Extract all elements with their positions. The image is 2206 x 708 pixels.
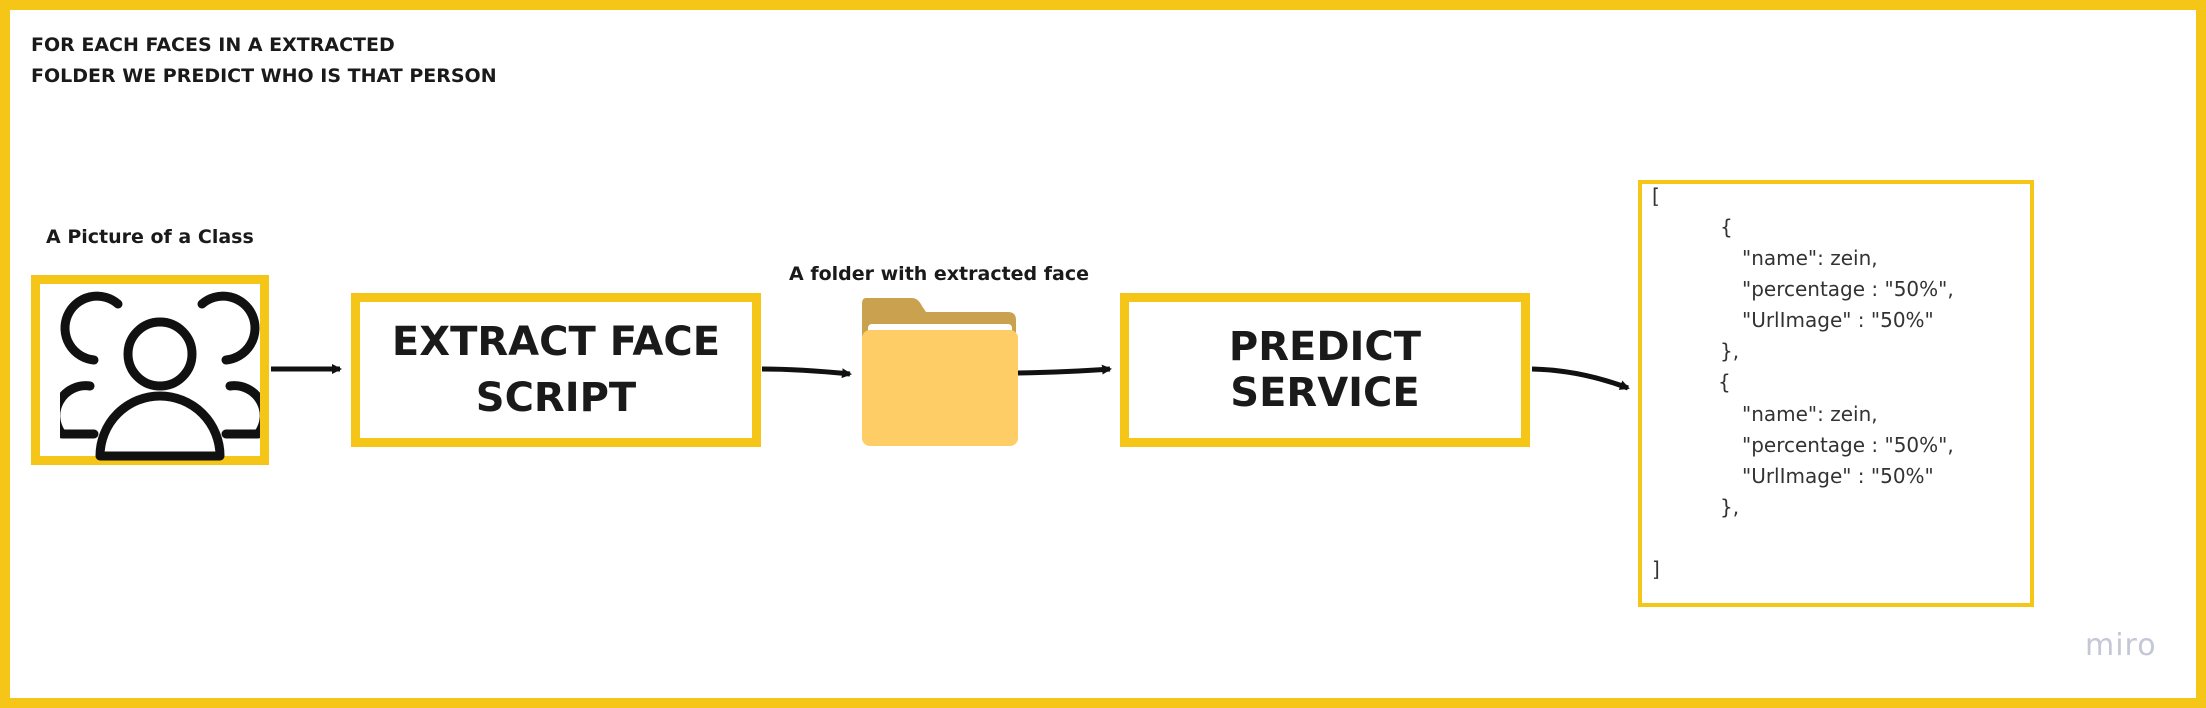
json-object-1-percentage: "percentage : "50%", bbox=[1742, 277, 1954, 301]
json-close-bracket: ] bbox=[1652, 557, 1660, 581]
people-group-icon bbox=[60, 291, 260, 461]
json-object-1-name: "name": zein, bbox=[1742, 246, 1878, 270]
extract-face-script-box[interactable]: EXTRACT FACE SCRIPT bbox=[351, 293, 761, 447]
extract-label-line-2: SCRIPT bbox=[475, 375, 637, 421]
folder-caption: A folder with extracted face bbox=[789, 263, 1090, 285]
json-object-1-close: }, bbox=[1720, 339, 1740, 363]
folder-icon[interactable] bbox=[860, 298, 1020, 448]
json-output-box[interactable]: [ { "name": zein, "percentage : "50%", "… bbox=[1638, 180, 2034, 607]
json-object-1-open: { bbox=[1720, 215, 1733, 239]
arrow-folder-to-predict bbox=[1017, 364, 1112, 376]
board-title: FOR EACH FACES IN A EXTRACTED FOLDER WE … bbox=[31, 30, 497, 92]
predict-label: PREDICT SERVICE bbox=[1228, 324, 1422, 416]
json-open-bracket: [ bbox=[1652, 184, 1660, 208]
json-object-1-url: "UrlImage" : "50%" bbox=[1742, 308, 1934, 332]
miro-logo: miro bbox=[2085, 628, 2157, 663]
arrow-extract-to-folder bbox=[761, 366, 852, 379]
json-object-2-open: { bbox=[1718, 370, 1731, 394]
predict-service-box[interactable]: PREDICT SERVICE bbox=[1120, 293, 1530, 447]
json-object-2-close: }, bbox=[1720, 495, 1740, 519]
json-object-2-url: "UrlImage" : "50%" bbox=[1742, 464, 1934, 488]
json-object-2-name: "name": zein, bbox=[1742, 402, 1878, 426]
picture-caption: A Picture of a Class bbox=[46, 226, 254, 248]
arrow-predict-to-json bbox=[1531, 366, 1630, 391]
title-line-1: FOR EACH FACES IN A EXTRACTED bbox=[31, 34, 395, 56]
title-line-2: FOLDER WE PREDICT WHO IS THAT PERSON bbox=[31, 65, 497, 87]
class-picture-box[interactable] bbox=[31, 275, 269, 465]
extract-label-line-1: EXTRACT FACE bbox=[391, 319, 721, 365]
json-object-2-percentage: "percentage : "50%", bbox=[1742, 433, 1954, 457]
